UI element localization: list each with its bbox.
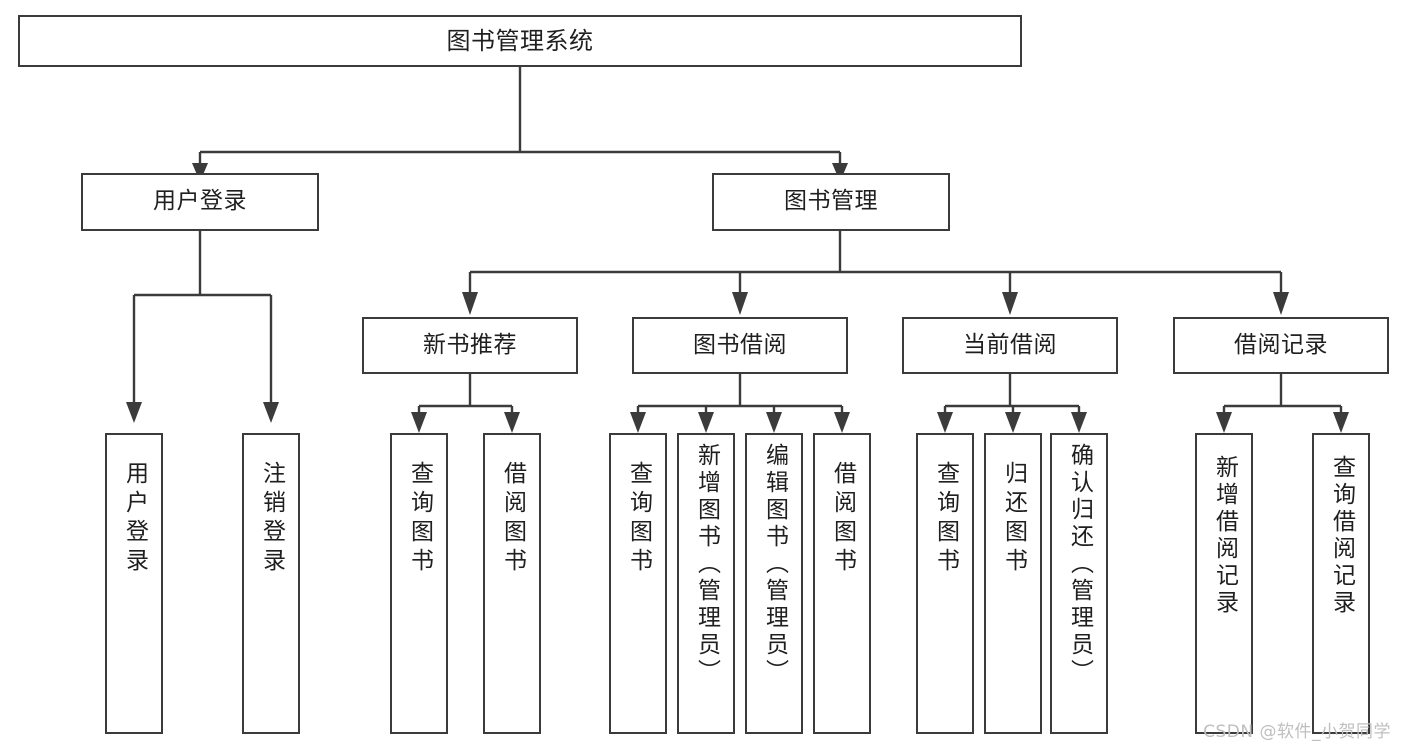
leaf-borrow-borrow-book[interactable]: 借阅图书 [813,433,871,734]
leaf-user-login-signin[interactable]: 用户登录 [105,433,163,734]
node-label: 用户登录 [121,461,148,577]
node-label: 查询图书 [625,461,652,577]
node-label: 查询借阅记录 [1328,455,1355,617]
leaf-record-add-record[interactable]: 新增借阅记录 [1195,433,1253,734]
node-current-borrow[interactable]: 当前借阅 [902,317,1118,374]
node-label: 用户登录 [153,188,247,215]
leaf-borrow-query-book[interactable]: 查询图书 [609,433,667,734]
leaf-recommend-query-book[interactable]: 查询图书 [390,433,448,734]
leaf-borrow-edit-book-admin[interactable]: 编辑图书（管理员） [745,433,803,734]
node-label: 查询图书 [932,461,959,577]
node-label: 新增图书（管理员） [693,443,720,686]
node-label: 新增借阅记录 [1211,455,1238,617]
node-label: 图书借阅 [693,331,787,358]
node-label: 确认归还（管理员） [1066,443,1093,686]
leaf-user-login-logout[interactable]: 注销登录 [242,433,300,734]
node-label: 借阅图书 [829,461,856,577]
leaf-current-query-book[interactable]: 查询图书 [916,433,974,734]
leaf-current-return-book[interactable]: 归还图书 [984,433,1042,734]
watermark-text: CSDN @软件_小贺同学 [1203,722,1391,742]
leaf-borrow-add-book-admin[interactable]: 新增图书（管理员） [677,433,735,734]
node-label: 图书管理系统 [446,26,594,55]
node-label: 编辑图书（管理员） [761,443,788,686]
node-label: 借阅图书 [499,461,526,577]
node-label: 当前借阅 [963,331,1057,358]
node-book-borrow[interactable]: 图书借阅 [632,317,848,374]
leaf-recommend-borrow-book[interactable]: 借阅图书 [483,433,541,734]
node-book-management[interactable]: 图书管理 [712,173,950,231]
node-label: 新书推荐 [423,331,517,358]
node-borrow-record[interactable]: 借阅记录 [1173,317,1389,374]
node-label: 图书管理 [784,188,878,215]
node-label: 归还图书 [1000,461,1027,577]
node-root-system[interactable]: 图书管理系统 [18,15,1022,67]
node-user-login[interactable]: 用户登录 [81,173,319,231]
leaf-current-confirm-return-admin[interactable]: 确认归还（管理员） [1050,433,1108,734]
node-new-book-recommend[interactable]: 新书推荐 [362,317,578,374]
node-label: 注销登录 [258,461,285,577]
node-label: 借阅记录 [1234,331,1328,358]
leaf-record-query-record[interactable]: 查询借阅记录 [1312,433,1370,734]
node-label: 查询图书 [406,461,433,577]
